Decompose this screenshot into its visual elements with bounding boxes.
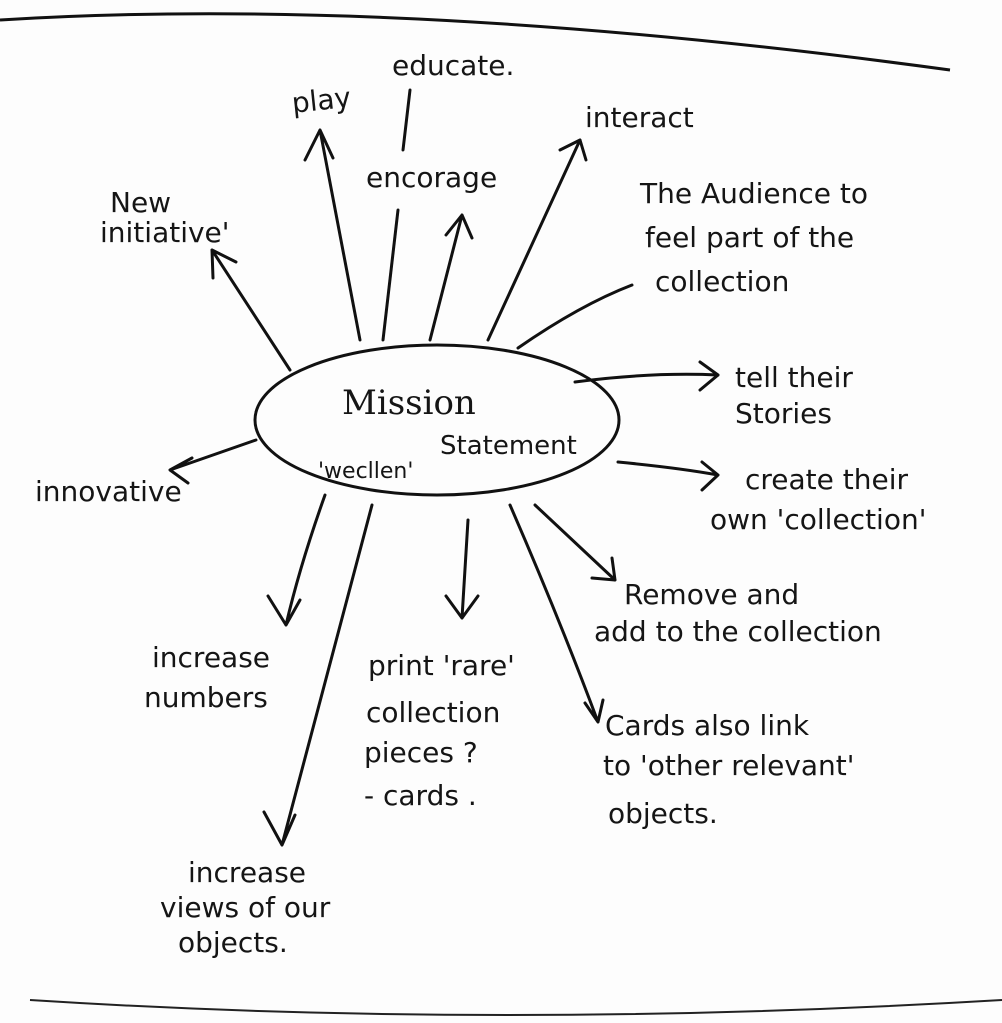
arrow-new-initiative <box>210 248 292 372</box>
arrow-play <box>303 128 362 342</box>
arrow-interact <box>486 138 588 342</box>
center-subtitle: Statement <box>440 431 577 461</box>
page-edge-top <box>0 12 951 72</box>
label-create-1: create their <box>745 463 909 496</box>
label-new-1: New <box>110 186 172 219</box>
label-audience-1: The Audience to <box>640 177 869 210</box>
page-edge-bottom <box>29 999 1002 1016</box>
label-numbers-1: increase <box>152 641 271 674</box>
arrow-increase-views <box>262 503 374 847</box>
arrow-innovative <box>168 438 258 485</box>
label-remove-2: add to the collection <box>594 615 882 648</box>
line-encourage <box>381 208 400 342</box>
arrow-up-center <box>428 213 474 342</box>
arrow-cards-link <box>508 503 605 724</box>
label-educate: educate. <box>392 49 515 82</box>
arrow-print-rare <box>444 518 480 620</box>
label-innovative: innovative <box>35 475 182 508</box>
arrow-create <box>616 460 720 492</box>
line-audience <box>516 283 634 350</box>
label-play: play <box>290 80 353 120</box>
label-encourage: encorage <box>366 161 498 194</box>
label-audience-2: feel part of the <box>645 221 855 254</box>
label-cards-2: to 'other relevant' <box>603 749 855 782</box>
label-tell-1: tell their <box>735 361 853 394</box>
label-print-3: pieces ? <box>364 736 478 769</box>
label-views-1: increase <box>188 856 307 889</box>
label-views-2: views of our <box>160 891 331 924</box>
label-tell-2: Stories <box>735 397 832 430</box>
center-ellipse <box>253 343 621 497</box>
label-cards-3: objects. <box>608 797 718 830</box>
label-interact: interact <box>585 101 694 134</box>
label-print-1: print 'rare' <box>368 649 515 682</box>
label-new-2: initiative' <box>100 216 230 249</box>
label-cards-1: Cards also link <box>605 709 810 742</box>
line-educate <box>401 88 412 152</box>
arrow-tell-stories <box>573 360 720 392</box>
center-title: Mission <box>342 383 476 423</box>
label-numbers-2: numbers <box>144 681 268 714</box>
label-audience-3: collection <box>655 265 790 298</box>
label-remove-1: Remove and <box>624 578 800 611</box>
arrow-remove-add <box>533 503 617 582</box>
arrow-increase-numbers <box>266 493 327 627</box>
label-print-4: - cards . <box>364 779 477 812</box>
label-create-2: own 'collection' <box>710 503 927 536</box>
center-note: 'wecllen' <box>318 459 414 484</box>
label-views-3: objects. <box>178 926 288 959</box>
label-print-2: collection <box>366 696 501 729</box>
